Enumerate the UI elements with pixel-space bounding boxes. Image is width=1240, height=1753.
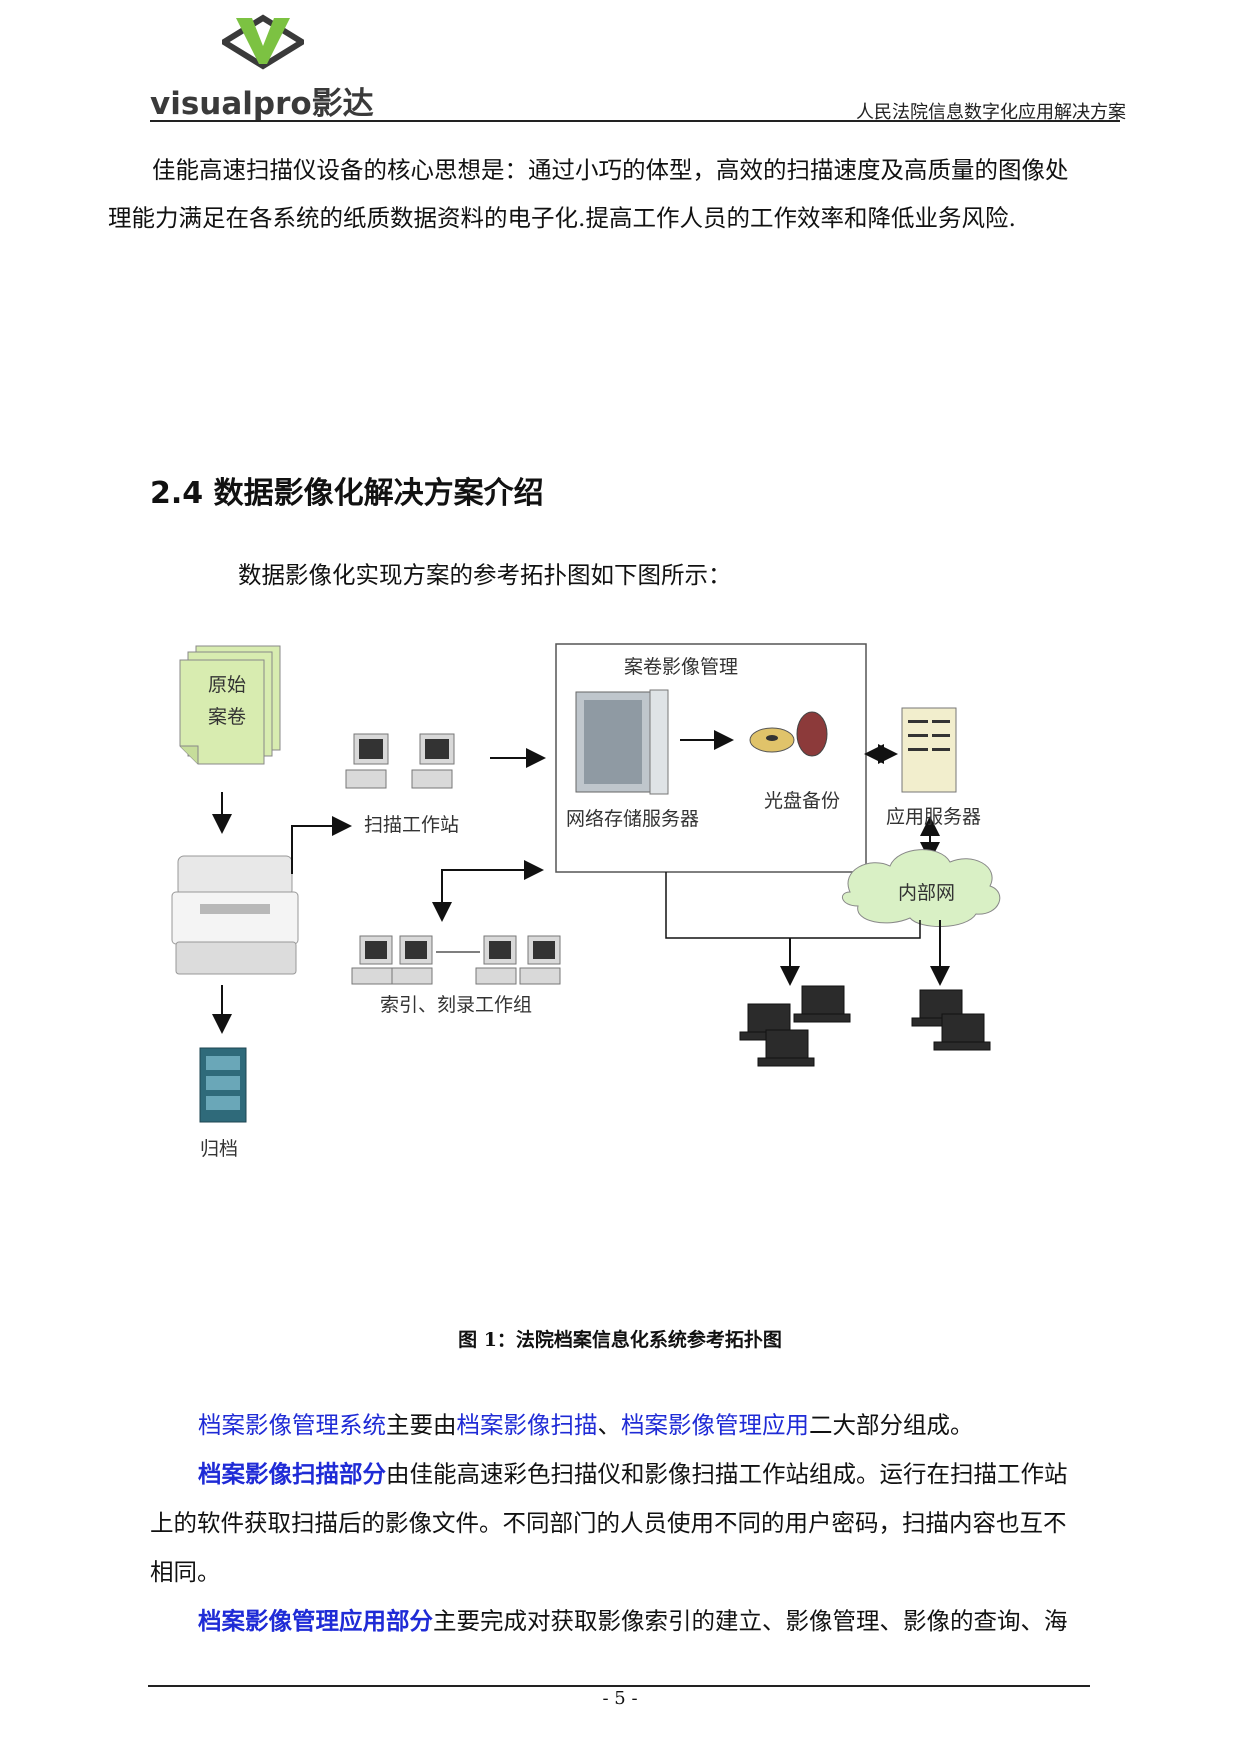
figure-caption: 图 1：法院档案信息化系统参考拓扑图	[458, 1329, 782, 1351]
intro-line-1: 佳能高速扫描仪设备的核心思想是：通过小巧的体型，高效的扫描速度及高质量的图像处	[152, 156, 1069, 184]
header-rule	[150, 120, 1120, 122]
section-heading: 2.4 数据影像化解决方案介绍	[150, 476, 544, 511]
page-number: - 5 -	[602, 1688, 638, 1709]
body-paragraph-3-line-1: 档案影像管理应用部分主要完成对获取影像索引的建立、影像管理、影像的查询、海	[198, 1596, 1158, 1646]
label-scan-workstation: 扫描工作站	[364, 814, 460, 836]
label-image-management: 案卷影像管理	[624, 656, 739, 678]
label-original-docs: 原始	[208, 674, 247, 696]
footer-rule	[148, 1685, 1090, 1687]
label-index-group: 索引、刻录工作组	[380, 994, 533, 1016]
link-image-management-app[interactable]: 档案影像管理应用	[621, 1411, 809, 1439]
link-image-scan[interactable]: 档案影像扫描	[456, 1411, 598, 1439]
body-paragraph-2-line-2: 上的软件获取扫描后的影像文件。不同部门的人员使用不同的用户密码，扫描内容也互不	[150, 1509, 1067, 1537]
label-intranet: 内部网	[898, 882, 956, 904]
body-paragraph-2-line-1: 档案影像扫描部分由佳能高速彩色扫描仪和影像扫描工作站组成。运行在扫描工作站	[198, 1449, 1158, 1499]
label-app-server: 应用服务器	[886, 806, 982, 828]
p3-bold-term[interactable]: 档案影像管理应用部分	[198, 1607, 433, 1635]
p2-text-1: 由佳能高速彩色扫描仪和影像扫描工作站组成。运行在扫描工作站	[386, 1460, 1068, 1488]
p1-text-3: 二大部分组成。	[809, 1411, 974, 1439]
body-paragraph-1: 档案影像管理系统主要由档案影像扫描、档案影像管理应用二大部分组成。	[198, 1400, 1158, 1450]
header: visualpro影达 人民法院信息数字化应用解决方案	[0, 0, 1240, 125]
intro-line-2: 理能力满足在各系统的纸质数据资料的电子化.提高工作人员的工作效率和降低业务风险.	[108, 204, 1016, 232]
label-original-docs-2: 案卷	[208, 706, 247, 728]
p2-bold-term[interactable]: 档案影像扫描部分	[198, 1460, 386, 1488]
label-archive: 归档	[200, 1138, 239, 1160]
logo-mark-icon	[222, 14, 304, 70]
label-disc-backup: 光盘备份	[764, 790, 841, 812]
link-image-management-system[interactable]: 档案影像管理系统	[198, 1411, 386, 1439]
header-title: 人民法院信息数字化应用解决方案	[856, 102, 1126, 123]
diagram-lines	[171, 643, 1001, 1123]
logo-text: visualpro影达	[150, 86, 374, 122]
p3-text-1: 主要完成对获取影像索引的建立、影像管理、影像的查询、海	[433, 1607, 1068, 1635]
section-lead: 数据影像化实现方案的参考拓扑图如下图所示：	[238, 561, 732, 589]
topology-diagram: 原始 案卷 扫描工作站 案卷影像管理 网络存储服务器 光盘备份 应用服务器 内部…	[150, 630, 1030, 1210]
p1-text-1: 主要由	[386, 1411, 457, 1439]
p1-text-2: 、	[597, 1411, 622, 1439]
label-network-storage: 网络存储服务器	[566, 808, 700, 830]
body-paragraph-2-line-3: 相同。	[150, 1558, 221, 1586]
